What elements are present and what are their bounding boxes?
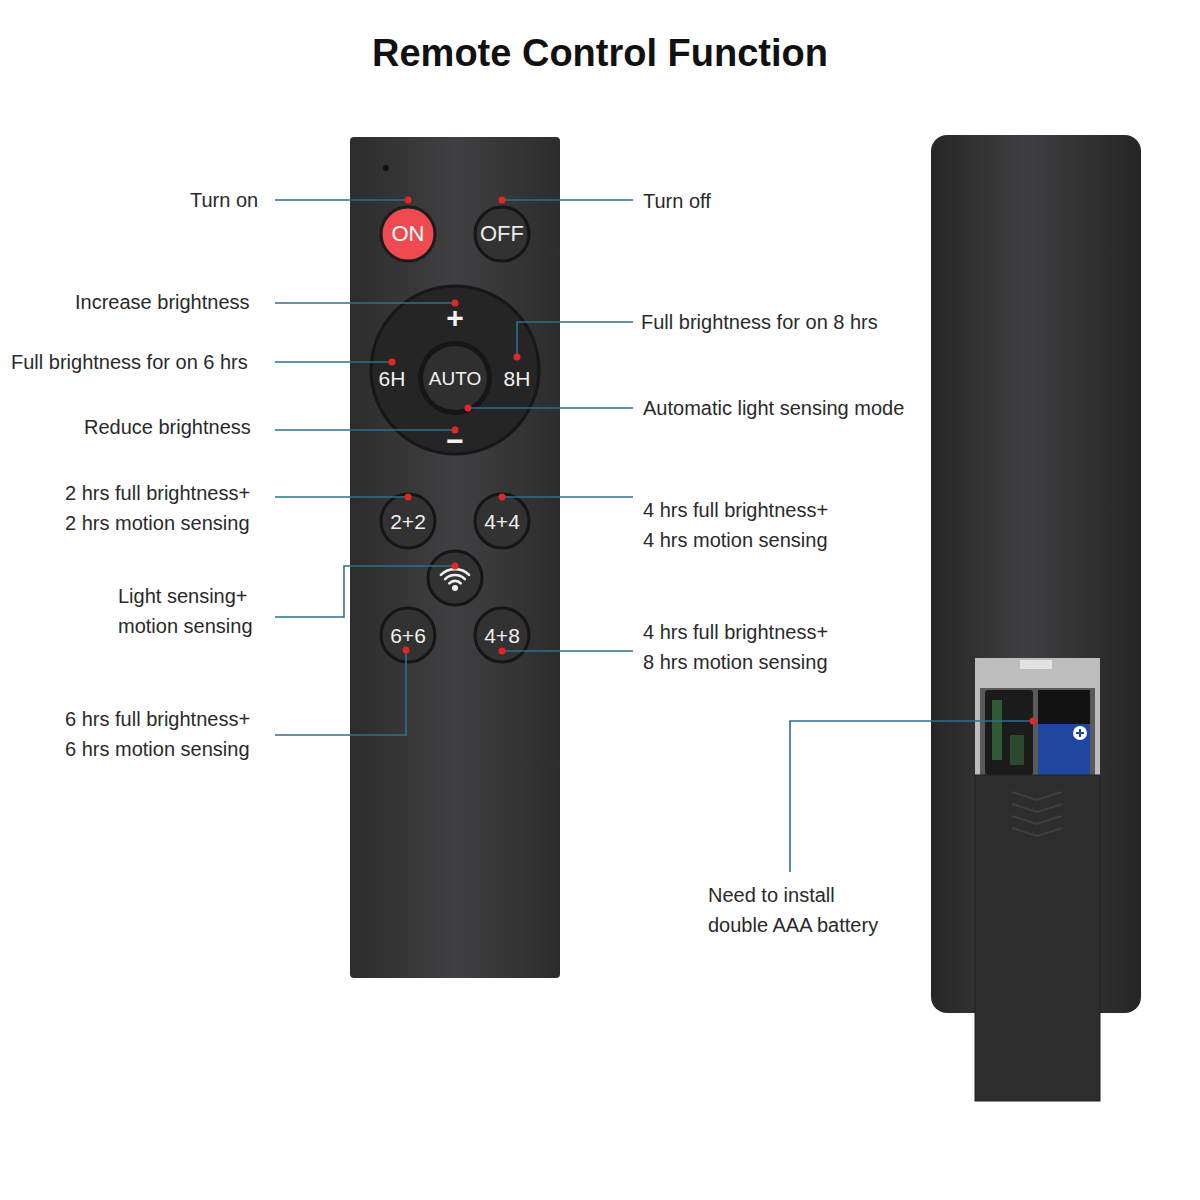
battery (985, 690, 1033, 775)
auto-button-rim (418, 341, 492, 415)
mode-button: 6+6 (381, 608, 435, 662)
callout-label: Reduce brightness (84, 412, 251, 442)
callout-label: 6 hrs full brightness+ 6 hrs motion sens… (65, 704, 261, 764)
callout-label: Turn off (643, 186, 711, 216)
mode-button: 4+8 (475, 608, 529, 662)
wifi-icon (445, 575, 465, 579)
leader-line (505, 199, 633, 201)
button-text: 4+4 (484, 511, 520, 532)
mode-button: 2+2 (381, 494, 435, 548)
button-4-8 (475, 608, 529, 662)
battery-cover (975, 775, 1100, 1101)
auto-button (423, 346, 487, 410)
leader-line (790, 721, 1030, 872)
callout-label: Full brightness for on 6 hrs (11, 347, 248, 377)
button-text: 6+6 (390, 625, 426, 646)
leader-line (275, 429, 452, 431)
leader-dot (499, 197, 506, 204)
callout-label: Light sensing+ motion sensing (118, 581, 260, 641)
leader-dot (499, 494, 506, 501)
ir-led (383, 165, 389, 171)
button-text: 6H (379, 368, 406, 389)
leader-line (505, 496, 633, 498)
button-text: + (446, 303, 464, 333)
remote-body (350, 137, 560, 978)
button-text: ON (392, 223, 425, 245)
leader-dot (403, 647, 410, 654)
cover-grip (1012, 792, 1062, 836)
on-button (381, 207, 435, 261)
leader-line (275, 496, 405, 498)
dpad-ring: +6H 8H − AUTO (371, 286, 539, 454)
button-text: OFF (480, 223, 524, 245)
button-text: − (446, 426, 464, 456)
leader-dot (389, 359, 396, 366)
battery-print (1038, 690, 1090, 724)
sensor-button (428, 551, 482, 605)
battery-print (1079, 729, 1081, 737)
auto-button: AUTO (423, 346, 487, 410)
leader-line (275, 199, 405, 201)
leader-line (275, 566, 452, 617)
off-button: OFF (475, 207, 529, 261)
leader-lines (275, 200, 1030, 872)
callout-label: 4 hrs full brightness+ 8 hrs motion sens… (643, 617, 839, 677)
callout-label: 4 hrs full brightness+ 4 hrs motion sens… (643, 495, 839, 555)
callout-label: 2 hrs full brightness+ 2 hrs motion sens… (65, 478, 261, 538)
off-button (475, 207, 529, 261)
battery-tray (980, 688, 1095, 775)
leader-line (471, 407, 633, 409)
leader-dots (389, 197, 1037, 725)
callout-label: Need to install double AAA battery (708, 880, 892, 940)
wifi-icon (449, 581, 460, 583)
leader-line (505, 650, 633, 652)
callout-label: Turn on (190, 185, 258, 215)
on-button: ON (381, 207, 435, 261)
battery-print (1073, 726, 1087, 740)
compartment-notch (1020, 660, 1052, 669)
leader-line (275, 653, 406, 735)
title: Remote Control Function (0, 28, 1200, 78)
leader-line (275, 302, 452, 304)
leader-line (517, 322, 633, 354)
button-text: AUTO (429, 369, 481, 388)
leader-dot (465, 405, 472, 412)
mode-button: 4+4 (475, 494, 529, 548)
battery-compartment (975, 658, 1100, 775)
button-text: 2+2 (390, 511, 426, 532)
leader-dot (499, 648, 506, 655)
button-text: 8H (504, 368, 531, 389)
wifi-icon (441, 569, 469, 575)
leader-dot (452, 563, 459, 570)
battery-print (992, 700, 1002, 760)
leader-dot (405, 494, 412, 501)
button-4-4 (475, 494, 529, 548)
leader-dot (1030, 718, 1037, 725)
button-text: 4+8 (484, 625, 520, 646)
wifi-icon (452, 585, 458, 591)
battery-print (1010, 735, 1024, 765)
callout-label: Automatic light sensing mode (643, 393, 904, 423)
callout-label: Full brightness for on 8 hrs (641, 307, 878, 337)
battery (1038, 690, 1090, 775)
button-6-6 (381, 608, 435, 662)
leader-line (275, 361, 389, 363)
leader-dot (405, 197, 412, 204)
leader-dot (514, 354, 521, 361)
button-2-2 (381, 494, 435, 548)
callout-label: Increase brightness (75, 287, 250, 317)
